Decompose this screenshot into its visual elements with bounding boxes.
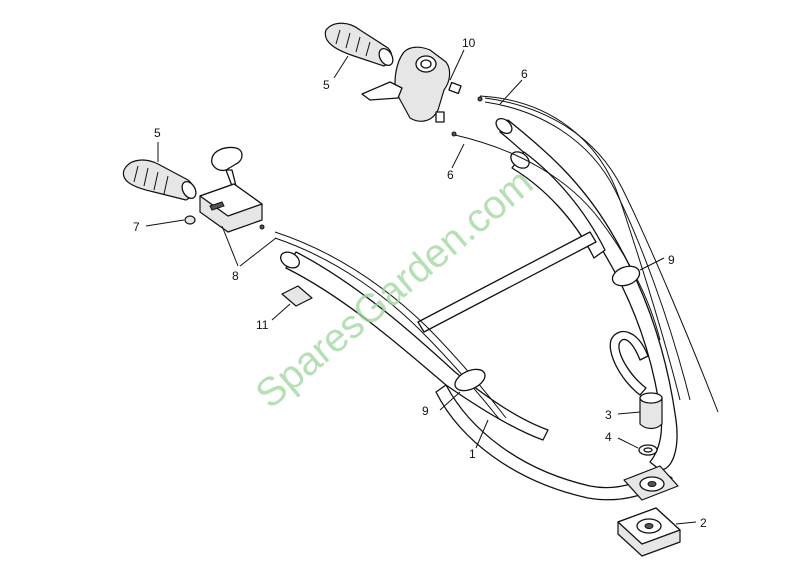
clip-right <box>611 265 641 287</box>
bar-mount <box>623 465 679 501</box>
sleeve <box>639 392 663 430</box>
callout-cable-mid: 6 <box>447 168 454 182</box>
callout-label: 11 <box>256 318 269 332</box>
callout-throttle: 8 <box>232 269 239 283</box>
callout-washer: 4 <box>605 430 612 444</box>
grip-left <box>122 159 197 201</box>
callout-nut: 7 <box>133 220 140 234</box>
callout-grip-left: 5 <box>154 126 161 140</box>
cables <box>259 95 719 421</box>
throttle <box>199 146 263 233</box>
base-mount <box>617 507 681 557</box>
callout-base-mount: 2 <box>700 516 707 530</box>
callout-handle-bar: 1 <box>469 447 476 461</box>
grip-right <box>324 22 394 67</box>
nut <box>184 215 196 225</box>
callout-clip-right: 9 <box>668 253 675 267</box>
callout-cable-upper: 6 <box>521 67 528 81</box>
callouts: 5 10 6 6 5 7 8 11 9 1 3 4 9 2 <box>133 36 707 530</box>
callout-lever-assembly: 10 <box>462 36 476 50</box>
callout-grip-right: 5 <box>323 78 330 92</box>
callout-sleeve: 3 <box>605 408 612 422</box>
callout-clip-left: 9 <box>422 404 429 418</box>
leader-lines <box>145 49 697 525</box>
clip-left <box>454 368 486 392</box>
washer-hole <box>643 447 653 453</box>
lever-assembly <box>361 46 462 123</box>
label-sticker <box>281 285 313 307</box>
